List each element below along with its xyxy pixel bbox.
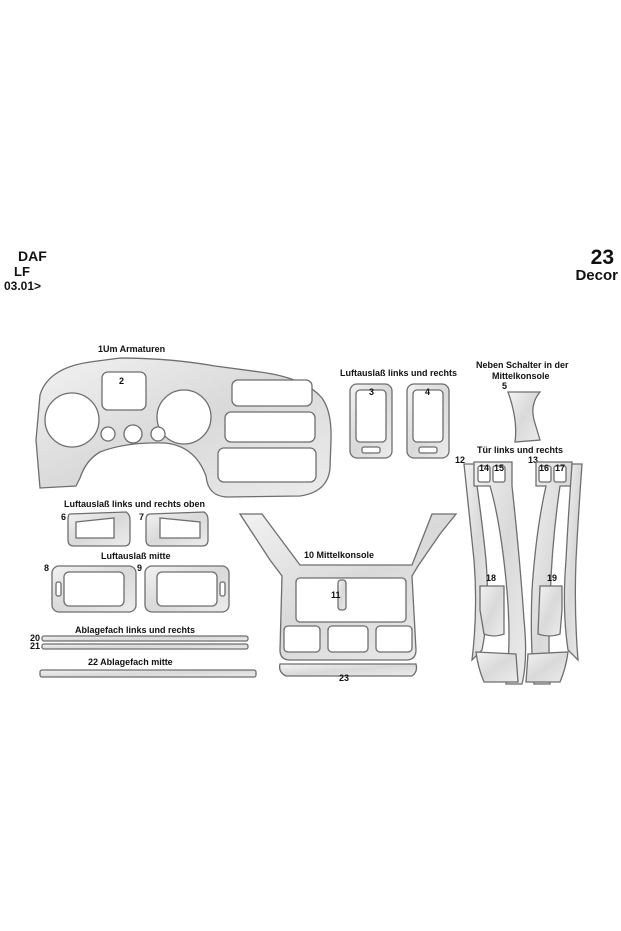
label-ablagefach-lr: Ablagefach links und rechts <box>75 625 195 635</box>
vehicle-make: DAF <box>18 248 47 264</box>
label-luftauslass-oben: Luftauslaß links und rechts oben <box>64 499 205 509</box>
vehicle-date: 03.01> <box>4 279 42 293</box>
num-11: 11 <box>331 590 341 600</box>
part-strip-20 <box>41 635 249 642</box>
part-door-panel-18 <box>479 585 505 637</box>
part-vent-8 <box>51 565 137 613</box>
num-13: 13 <box>528 455 538 465</box>
label-mittelkonsole: 10 Mittelkonsole <box>304 550 374 560</box>
num-4: 4 <box>425 387 430 397</box>
num-21: 21 <box>30 641 40 651</box>
part-vent-9 <box>144 565 230 613</box>
kit-info: 23 Decor <box>575 247 618 283</box>
piece-count: 23 <box>590 246 614 269</box>
part-vent-3 <box>349 383 393 459</box>
num-15: 15 <box>494 463 504 473</box>
num-7: 7 <box>139 512 144 522</box>
num-17: 17 <box>555 463 565 473</box>
label-luftauslass-lr: Luftauslaß links und rechts <box>340 368 457 378</box>
label-neben-2: Mittelkonsole <box>492 371 550 381</box>
num-20: 20 <box>30 633 40 643</box>
part-vent-7 <box>145 511 209 547</box>
part-vent-4 <box>406 383 450 459</box>
num-12: 12 <box>455 455 465 465</box>
label-ablagefach-mitte: 22 Ablagefach mitte <box>88 657 173 667</box>
num-3: 3 <box>369 387 374 397</box>
num-9: 9 <box>137 563 142 573</box>
num-5: 5 <box>502 381 507 391</box>
kit-type: Decor <box>575 267 618 284</box>
vehicle-info: DAF LF 03.01> <box>4 249 47 294</box>
num-16: 16 <box>539 463 549 473</box>
part-door-panel-19 <box>537 585 563 637</box>
num-14: 14 <box>479 463 489 473</box>
part-dashboard-surround <box>35 357 332 498</box>
part-strip-21 <box>41 643 249 650</box>
num-18: 18 <box>486 573 496 583</box>
part-console-strip-23 <box>278 663 418 677</box>
label-armaturen: 1Um Armaturen <box>98 344 165 354</box>
part-strip-22 <box>39 669 257 678</box>
label-neben-1: Neben Schalter in der <box>476 360 569 370</box>
part-door-lower-right <box>525 651 569 683</box>
part-switch-trim-5 <box>507 391 542 443</box>
num-8: 8 <box>44 563 49 573</box>
num-23: 23 <box>339 673 349 683</box>
num-2: 2 <box>119 376 124 386</box>
part-center-console-10 <box>238 513 458 661</box>
vehicle-model: LF <box>14 264 30 279</box>
num-6: 6 <box>61 512 66 522</box>
num-19: 19 <box>547 573 557 583</box>
part-door-lower-left <box>475 651 519 683</box>
label-tuer: Tür links und rechts <box>477 445 563 455</box>
label-luftauslass-mitte: Luftauslaß mitte <box>101 551 171 561</box>
part-vent-6 <box>67 511 131 547</box>
